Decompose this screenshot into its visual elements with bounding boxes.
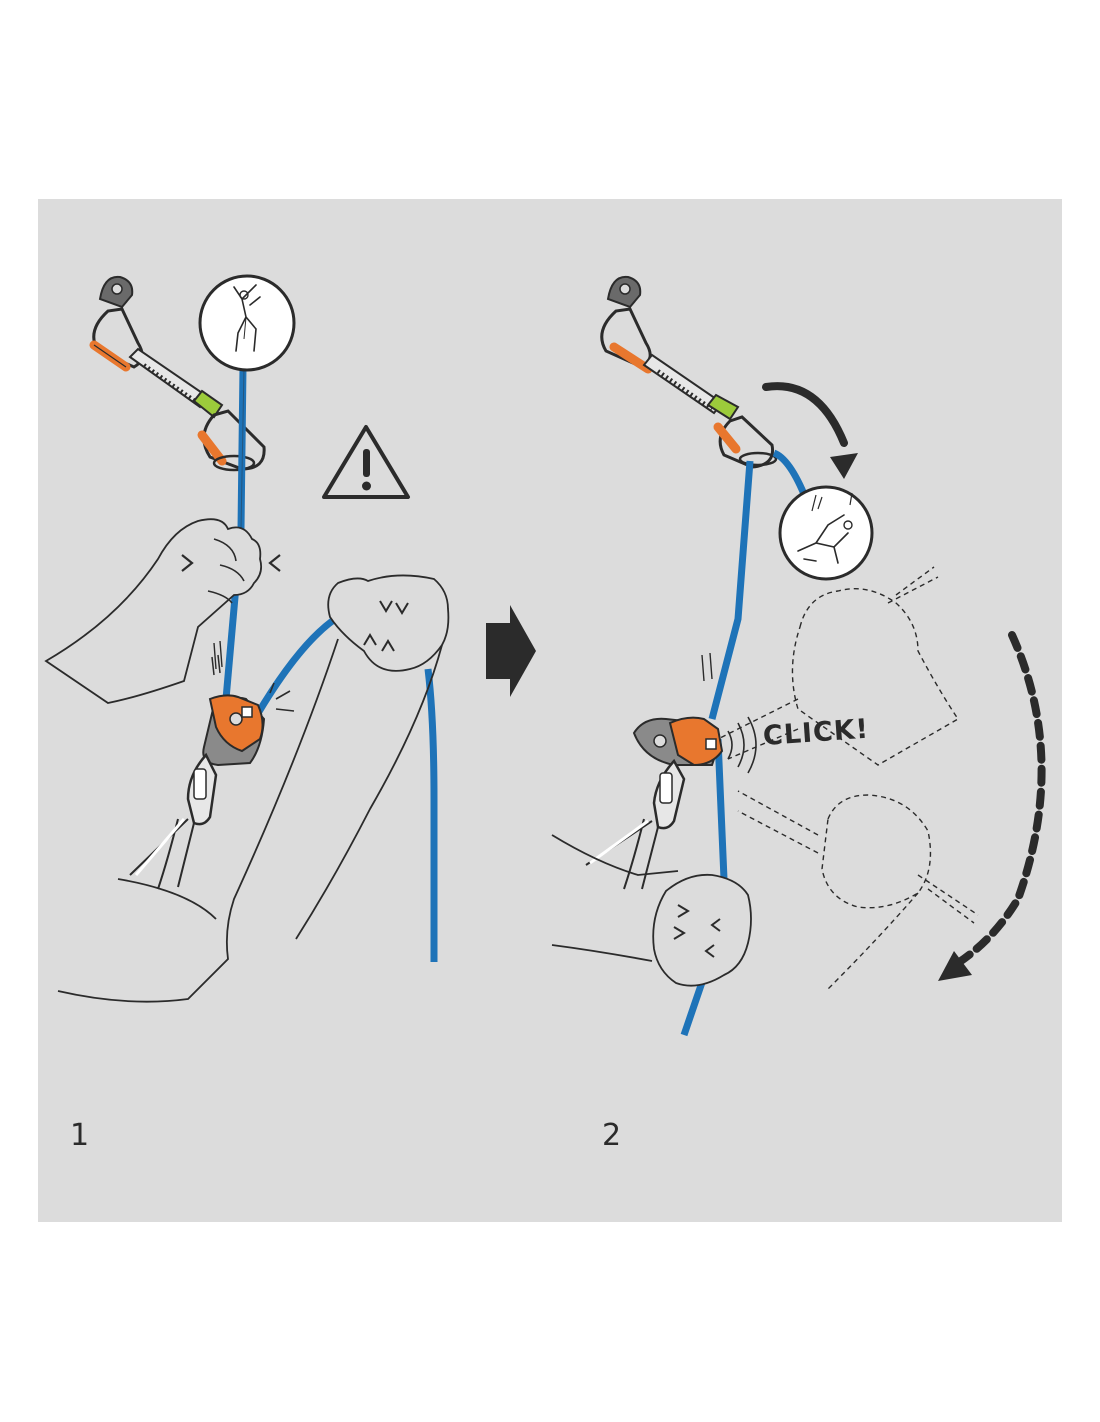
fall-direction-arrow-icon xyxy=(762,382,858,479)
belay-diagram xyxy=(38,199,1062,1222)
illustration-panel: 1 2 CLICK! xyxy=(38,199,1062,1222)
next-step-arrow-icon xyxy=(486,605,536,697)
quickdraw-sling-2 xyxy=(642,353,740,421)
rotation-arrow-icon xyxy=(938,631,1046,981)
belay-carabiner-1 xyxy=(129,752,218,890)
warning-icon xyxy=(322,425,410,499)
click-sound-waves xyxy=(727,716,757,774)
guide-hand-1 xyxy=(44,518,281,704)
step-1-scene xyxy=(44,274,450,1003)
forearm-outline-1 xyxy=(57,638,339,1003)
step-number-2: 2 xyxy=(602,1118,622,1153)
quickdraw-top-carabiner-1 xyxy=(89,307,144,372)
ghost-hand-motion-2 xyxy=(717,566,979,990)
brake-hand-2 xyxy=(551,834,752,987)
quickdraw-sling-1 xyxy=(128,347,224,419)
bolt-hanger-2 xyxy=(606,275,642,309)
rope-lower-strand-2 xyxy=(708,460,754,720)
belay-device-2 xyxy=(632,652,724,767)
climber-falling-icon xyxy=(778,485,874,581)
panel-background xyxy=(38,199,1062,1222)
step-2-scene xyxy=(551,275,1046,1037)
bolt-hanger-1 xyxy=(98,275,134,309)
belay-carabiner-2 xyxy=(585,758,686,890)
rope-to-climber-1 xyxy=(237,363,247,533)
belay-device-1 xyxy=(202,640,295,767)
quickdraw-top-carabiner-2 xyxy=(600,307,653,374)
step-number-1: 1 xyxy=(70,1118,90,1153)
climber-climbing-icon xyxy=(198,274,296,372)
brake-hand-1 xyxy=(327,574,450,672)
